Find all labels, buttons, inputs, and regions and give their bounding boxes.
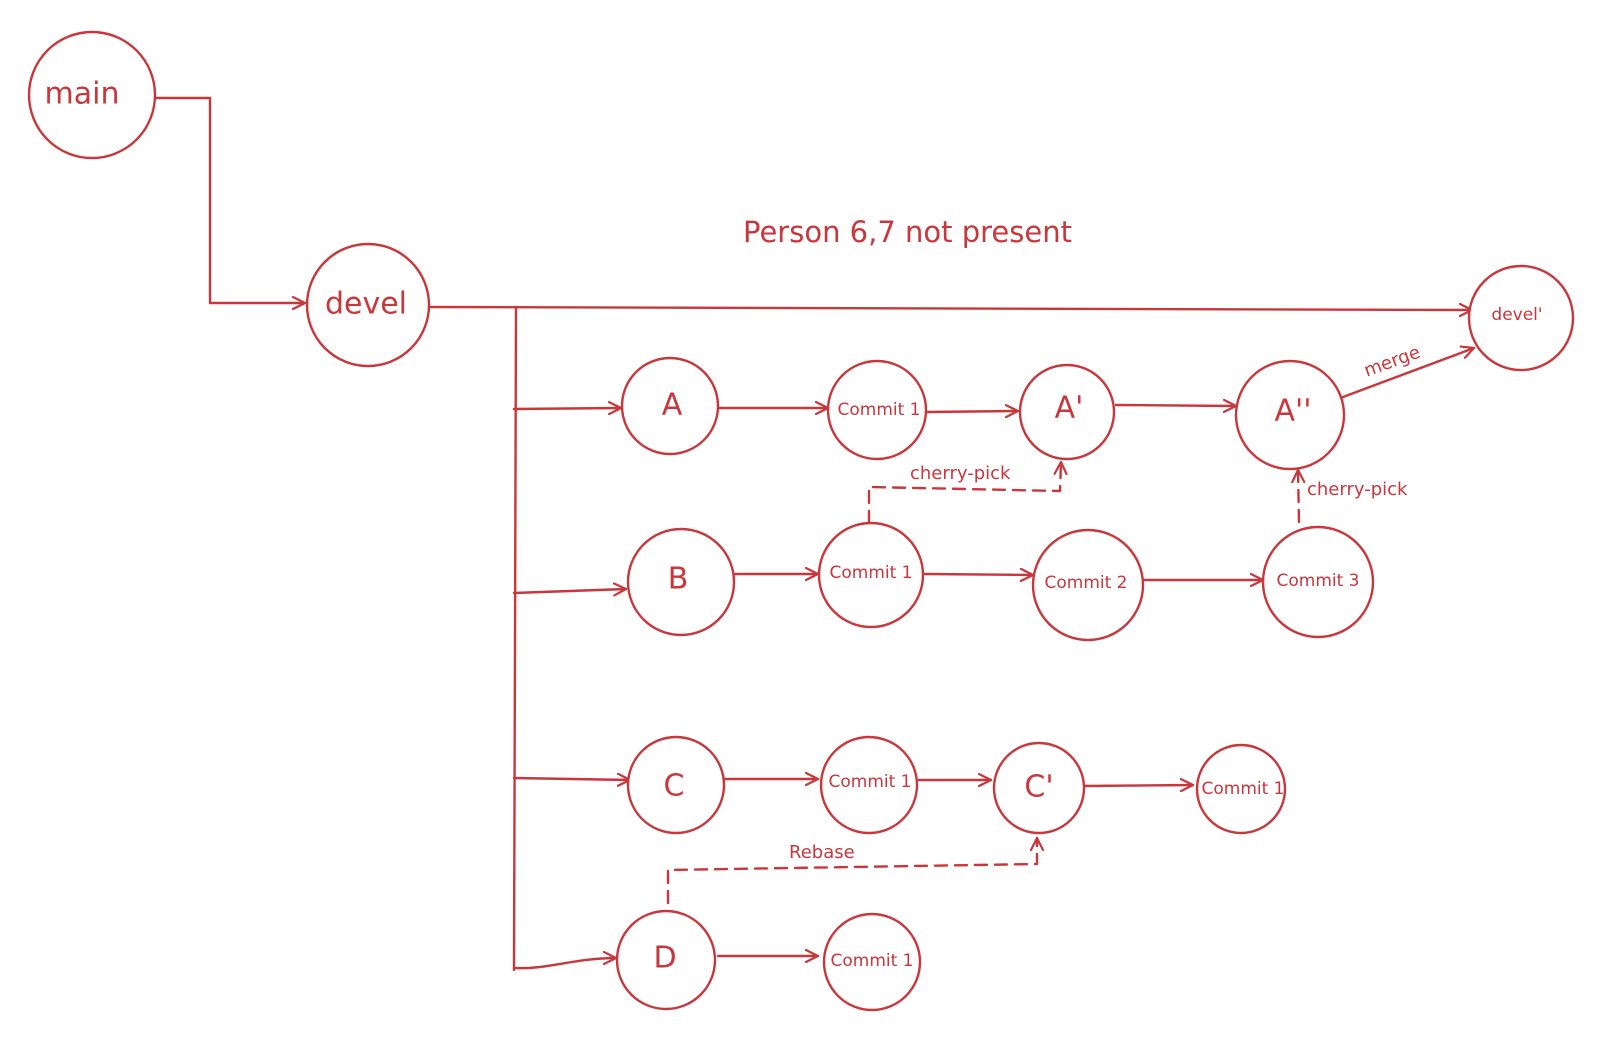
cherry-pick-label-2: cherry-pick xyxy=(1307,479,1408,500)
edge-merge-to-devel-prime xyxy=(1341,348,1476,399)
node-b-commit3-label: Commit 3 xyxy=(1277,571,1360,591)
node-a-label: A xyxy=(662,388,683,423)
node-b-commit2-label: Commit 2 xyxy=(1045,573,1128,593)
edge-a-commit1-to-a-prime xyxy=(925,411,1020,412)
node-b-commit2-circle xyxy=(1031,528,1145,642)
edge-devel-to-devel-prime xyxy=(428,307,1474,310)
node-b-circle xyxy=(626,527,736,637)
node-a-commit1-circle xyxy=(826,359,928,461)
node-c-commit1-circle xyxy=(819,735,919,835)
node-a-prime-label: A' xyxy=(1055,391,1084,426)
node-c-label: C xyxy=(664,769,685,804)
node-b-commit1-label: Commit 1 xyxy=(830,563,913,583)
node-b-commit1-circle xyxy=(817,521,925,629)
edge-cherry-pick-b3-to-a-double-prime xyxy=(1298,468,1299,524)
edge-trunk-to-b xyxy=(512,589,628,593)
node-c-prime-commit1-label: Commit 1 xyxy=(1202,779,1285,799)
node-main-label: main xyxy=(45,77,120,112)
node-a-commit1-label: Commit 1 xyxy=(838,400,921,420)
cherry-pick-label-1: cherry-pick xyxy=(910,463,1011,484)
node-devel-prime-label: devel' xyxy=(1491,305,1542,325)
node-c-prime-circle xyxy=(992,741,1086,835)
node-devel-prime-circle xyxy=(1467,264,1575,372)
node-c-prime-commit1-circle xyxy=(1195,743,1287,835)
node-d-commit1-label: Commit 1 xyxy=(831,951,914,971)
node-d-commit1-circle xyxy=(822,912,922,1012)
edge-b-commit1-to-commit2 xyxy=(923,574,1035,575)
node-c-commit1-label: Commit 1 xyxy=(829,772,912,792)
node-main-circle xyxy=(27,30,157,160)
absence-note: Person 6,7 not present xyxy=(743,215,1072,249)
edge-trunk-to-a xyxy=(512,408,623,409)
merge-label: merge xyxy=(1361,342,1423,382)
node-b-label: B xyxy=(668,562,689,597)
node-a-double-prime-circle xyxy=(1234,359,1346,471)
node-c-prime-label: C' xyxy=(1024,770,1053,805)
node-d-label: D xyxy=(653,941,676,976)
edge-c-prime-to-commit1 xyxy=(1082,785,1195,786)
node-a-double-prime-label: A'' xyxy=(1274,394,1311,429)
edge-a-prime-to-a-double-prime xyxy=(1114,405,1238,406)
node-d-circle xyxy=(615,909,717,1011)
branch-trunk xyxy=(512,305,518,972)
rebase-label: Rebase xyxy=(789,842,855,863)
node-devel-circle xyxy=(305,242,431,368)
edge-trunk-to-c xyxy=(512,778,632,780)
edge-trunk-to-d xyxy=(512,958,618,970)
edge-cherry-pick-b1-to-a-prime xyxy=(867,460,1061,525)
node-a-prime-circle xyxy=(1018,363,1116,461)
edge-main-to-devel xyxy=(150,96,307,303)
node-devel-label: devel xyxy=(325,287,407,322)
node-a-circle xyxy=(620,356,720,456)
node-b-commit3-circle xyxy=(1261,525,1375,639)
node-c-circle xyxy=(626,735,726,835)
